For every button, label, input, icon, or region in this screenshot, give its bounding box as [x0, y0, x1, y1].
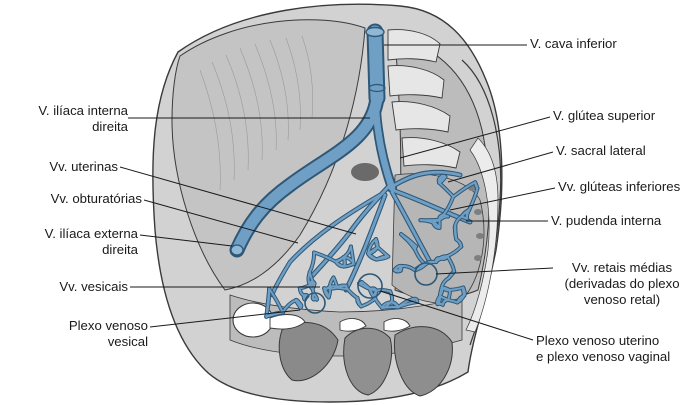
- plexus-vein-segment: [349, 245, 355, 265]
- label-plexo-uterino-line1: Plexo venoso uterino: [536, 333, 660, 348]
- plexus-vein-segment: [448, 286, 465, 291]
- plexus-vein-segment: [446, 255, 456, 273]
- leader-plexo-uterino: [379, 290, 534, 341]
- plexus-vein-segment: [393, 264, 403, 272]
- plexus-vein-segment: [367, 238, 377, 255]
- iliac-striations: [199, 35, 313, 191]
- leader-gluteas-inferiores: [449, 187, 556, 211]
- label-glutea-superior: V. glútea superior: [553, 108, 656, 123]
- greater-sciatic-notch: [351, 163, 379, 181]
- plexus-vein-segment: [468, 187, 479, 211]
- label-gluteas-inferiores: Vv. glúteas inferiores: [558, 179, 681, 194]
- external-iliac-cut-end: [230, 244, 244, 256]
- plexus-vein-segment: [268, 287, 284, 314]
- plexus-vein-segment: [327, 285, 332, 299]
- label-obturatorias: Vv. obturatórias: [50, 191, 142, 206]
- plexus-vein-segment: [302, 294, 306, 301]
- leader-glutea-superior: [399, 116, 551, 159]
- label-vesicais: Vv. vesicais: [59, 279, 128, 294]
- plexus-vein-segment: [438, 286, 444, 298]
- label-retais-line1: Vv. retais médias: [571, 260, 673, 275]
- plexus-vein-segment: [336, 284, 348, 289]
- plexus-vein-segment: [381, 306, 400, 309]
- plexus-vein-segment: [446, 245, 463, 258]
- pelvic-organs: [269, 314, 453, 397]
- right-iliac-wing: [171, 19, 366, 291]
- plexus-vein-segment: [342, 256, 346, 268]
- plexus-vein-segment: [435, 255, 449, 263]
- label-plexo-vesical: Plexo venoso vesical: [6, 318, 148, 350]
- leader-sacral-lateral: [447, 151, 554, 183]
- label-plexo-uterino-line2: e plexo venoso vaginal: [536, 349, 671, 364]
- venous-plexus-network: [264, 173, 480, 319]
- label-plexo-uterino: Plexo venoso uterino e plexo venoso vagi…: [536, 333, 670, 365]
- plexus-vein-segment: [438, 295, 450, 301]
- label-iliaca-externa: V. ilíaca externa direita: [4, 226, 138, 258]
- plexus-vein-segment: [400, 264, 417, 272]
- label-sacral-lateral: V. sacral lateral: [556, 143, 646, 158]
- label-iliaca-externa-line2: direita: [102, 242, 138, 257]
- label-pudenda-interna: V. pudenda interna: [551, 213, 662, 228]
- label-retais-medias: Vv. retais médias (derivadas do plexo ve…: [548, 260, 696, 308]
- label-uterinas: Vv. uterinas: [49, 159, 118, 174]
- label-iliaca-interna-line2: direita: [92, 119, 128, 134]
- plexus-circles: [304, 262, 438, 314]
- plexus-vein-segment: [346, 288, 359, 299]
- label-cava-inferior: V. cava inferior: [530, 36, 617, 51]
- label-plexo-vesical-line2: vesical: [107, 334, 148, 349]
- leader-retais: [435, 267, 554, 275]
- leader-lines: [119, 44, 556, 341]
- label-retais-line2: (derivadas do plexo: [564, 276, 680, 291]
- label-iliaca-externa-line1: V. ilíaca externa: [44, 226, 138, 241]
- plexus-vein-segment: [265, 311, 284, 318]
- plexus-vein-segment: [308, 251, 316, 274]
- cava-lower-ring: [368, 83, 386, 93]
- plexus-vein-segment: [400, 233, 417, 251]
- leader-plexo-vesical: [149, 309, 301, 328]
- label-iliaca-interna: V. ilíaca interna direita: [6, 103, 128, 135]
- plexus-vein-segment: [313, 251, 337, 263]
- plexus-vein-segment: [438, 215, 450, 221]
- plexus-vein-segment: [460, 208, 471, 218]
- plexus-vein-segment: [294, 299, 302, 309]
- plexus-vein-segment: [437, 175, 443, 184]
- label-plexo-vesical-line1: Plexo venoso: [68, 318, 148, 333]
- plexus-vein-segment: [454, 226, 458, 241]
- leader-iliaca-externa: [139, 234, 233, 247]
- cava-cut-end: [365, 26, 385, 38]
- left-ala-highlight: [465, 137, 499, 333]
- plexus-vein-segment: [442, 195, 455, 216]
- plexus-vein-segment: [456, 294, 466, 304]
- venous-system: [229, 23, 480, 319]
- label-retais-line3: venoso retal): [583, 292, 661, 307]
- leader-uterinas: [119, 166, 357, 235]
- plexus-vein-segment: [452, 181, 477, 198]
- pelvis-illustration: [152, 3, 503, 403]
- plexus-vein-segment: [281, 299, 297, 314]
- plexus-vein-segment: [308, 284, 314, 290]
- plexus-vein-segment: [375, 289, 392, 293]
- label-iliaca-interna-line1: V. ilíaca interna: [38, 103, 128, 118]
- leader-obturatorias: [143, 199, 299, 244]
- plexus-vein-segment: [265, 287, 271, 318]
- plexus-vein-segment: [360, 297, 377, 308]
- plexus-vein-segment: [438, 181, 455, 198]
